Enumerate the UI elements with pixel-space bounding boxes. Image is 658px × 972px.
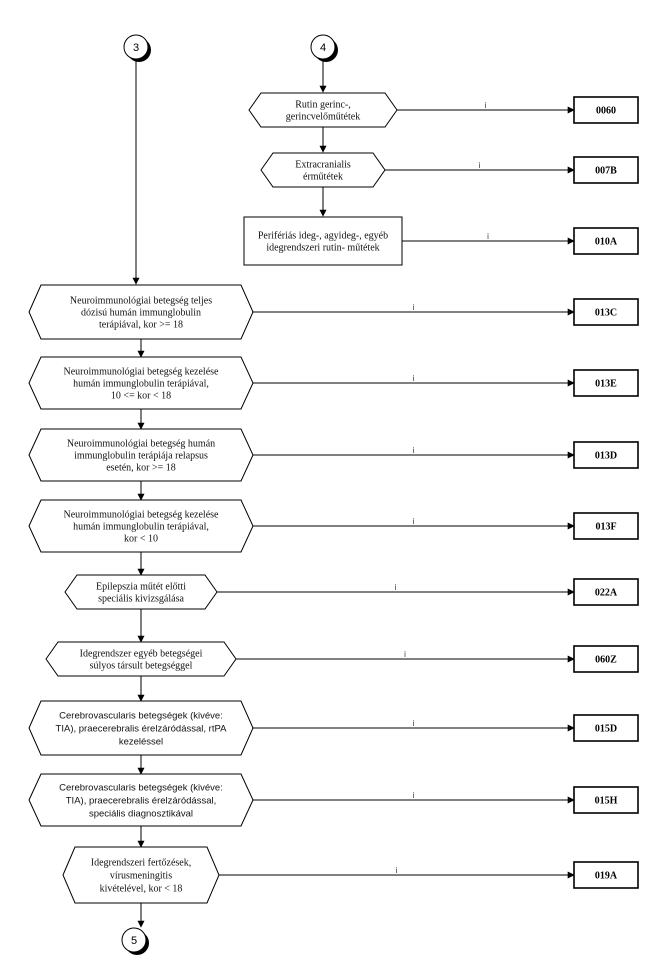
decision-label-022a-line-2: speciális kivizsgálása	[98, 594, 184, 605]
code-box-022a	[573, 578, 639, 606]
code-box-0060	[573, 96, 639, 124]
decision-label-013f-line-1: Neuroimmunológiai betegség kezelése	[64, 510, 220, 521]
code-box-010a	[573, 227, 639, 255]
code-box-015d	[573, 714, 639, 742]
edge-label-022a: i	[395, 583, 397, 592]
decision-label-010a-line-1: Perifériás ideg-, agyideg-, egyéb	[258, 231, 388, 242]
code-label-022a: 022A	[595, 588, 618, 599]
decision-label-007b-line-1: Extracranialis	[295, 160, 351, 171]
decision-shape-015d	[28, 700, 254, 756]
connector-circle-c4	[310, 34, 336, 60]
decision-shape-007b	[260, 152, 386, 188]
edge-label-013f: i	[413, 517, 415, 526]
decision-label-013d-line-2: immunglobulin terápiája relapsus	[74, 451, 208, 462]
decision-label-013f-line-3: kor < 10	[124, 534, 158, 545]
edge-label-0060: i	[485, 101, 487, 110]
code-label-010a: 010A	[595, 237, 618, 248]
decision-label-015d-line-3: kezeléssel	[119, 737, 163, 748]
edge-label-015d: i	[413, 719, 415, 728]
decision-shape-0060	[248, 92, 398, 128]
code-label-013d: 013D	[595, 451, 617, 462]
edge-label-060z: i	[404, 650, 406, 659]
decision-label-015h-line-1: Cerebrovascularis betegségek (kivéve:	[59, 783, 223, 794]
decision-shape-013d	[28, 428, 254, 482]
code-box-019a	[573, 861, 639, 889]
decision-label-022a-line-1: Epilepszia műtét előtti	[96, 582, 186, 593]
connector-circle-c5	[121, 927, 147, 953]
decision-label-013c-line-3: terápiával, kor >= 18	[99, 320, 183, 331]
decision-label-013e-line-1: Neuroimmunológiai betegség kezelése	[64, 367, 220, 378]
decision-label-010a-line-2: idegrendszeri rutin- műtétek	[266, 243, 379, 254]
edge-label-013c: i	[413, 303, 415, 312]
decision-label-013e-line-2: humán immunglobulin terápiával,	[73, 379, 209, 390]
code-box-013d	[573, 441, 639, 469]
code-box-007b	[573, 156, 639, 184]
decision-label-019a-line-2: vírusmeningitis	[110, 871, 172, 882]
decision-label-013d-line-1: Neuroimmunológiai betegség humán	[67, 439, 215, 450]
code-box-013f	[573, 512, 639, 540]
edge-label-007b: i	[479, 161, 481, 170]
edge-label-013d: i	[413, 446, 415, 455]
code-label-007b: 007B	[595, 166, 617, 177]
decision-shape-013f	[28, 499, 254, 553]
decision-label-060z-line-2: súlyos társult betegséggel	[90, 661, 193, 672]
edge-label-019a: i	[396, 866, 398, 875]
code-label-060z: 060Z	[595, 655, 617, 666]
connector-circle-c3	[123, 34, 149, 60]
decision-label-015d-line-1: Cerebrovascularis betegségek (kivéve:	[59, 711, 223, 722]
code-label-015d: 015D	[595, 724, 617, 735]
connector-label-c3: 3	[133, 42, 139, 54]
code-label-013c: 013C	[595, 308, 617, 319]
decision-shape-013c	[28, 284, 254, 340]
decision-label-015d-line-2: TIA), praecerebralis érelzáródással, rtP…	[56, 724, 228, 735]
decision-shape-022a	[64, 574, 218, 610]
decision-shape-013e	[28, 356, 254, 410]
decision-label-0060-line-2: gerincvelőműtétek	[286, 112, 360, 123]
decision-label-015h-line-2: TIA), praecerebralis érelzáródással,	[66, 796, 216, 807]
code-box-015h	[573, 786, 639, 814]
decision-label-013c-line-2: dózisú humán immunglobulin	[81, 308, 201, 319]
decision-label-0060-line-1: Rutin gerinc-,	[295, 100, 351, 111]
decision-label-019a-line-1: Idegrendszeri fertőzések,	[91, 858, 192, 869]
edge-label-010a: i	[487, 232, 489, 241]
edge-label-013e: i	[413, 374, 415, 383]
edge-label-015h: i	[413, 791, 415, 800]
decision-label-013f-line-2: humán immunglobulin terápiával,	[73, 522, 209, 533]
decision-shape-019a	[62, 846, 220, 904]
code-label-013e: 013E	[595, 379, 617, 390]
code-label-015h: 015H	[595, 796, 618, 807]
decision-label-013c-line-1: Neuroimmunológiai betegség teljes	[70, 296, 212, 307]
decision-shape-015h	[28, 773, 254, 827]
code-label-0060: 0060	[596, 106, 616, 117]
code-label-019a: 019A	[595, 871, 618, 882]
decision-shape-010a	[243, 216, 403, 266]
connector-label-c5: 5	[131, 935, 137, 947]
code-box-060z	[573, 645, 639, 673]
decision-label-060z-line-1: Idegrendszer egyéb betegségei	[80, 649, 203, 660]
code-label-013f: 013F	[595, 522, 616, 533]
code-box-013e	[573, 369, 639, 397]
connector-label-c4: 4	[320, 42, 326, 54]
decision-label-007b-line-2: érműtétek	[303, 172, 343, 183]
decision-label-019a-line-3: kivételével, kor < 18	[100, 884, 183, 895]
decision-label-013d-line-3: esetén, kor >= 18	[106, 463, 176, 474]
decision-shape-060z	[45, 641, 237, 677]
code-box-013c	[573, 298, 639, 326]
decision-label-013e-line-3: 10 <= kor < 18	[111, 391, 171, 402]
decision-label-015h-line-3: speciális diagnosztikával	[89, 809, 193, 820]
